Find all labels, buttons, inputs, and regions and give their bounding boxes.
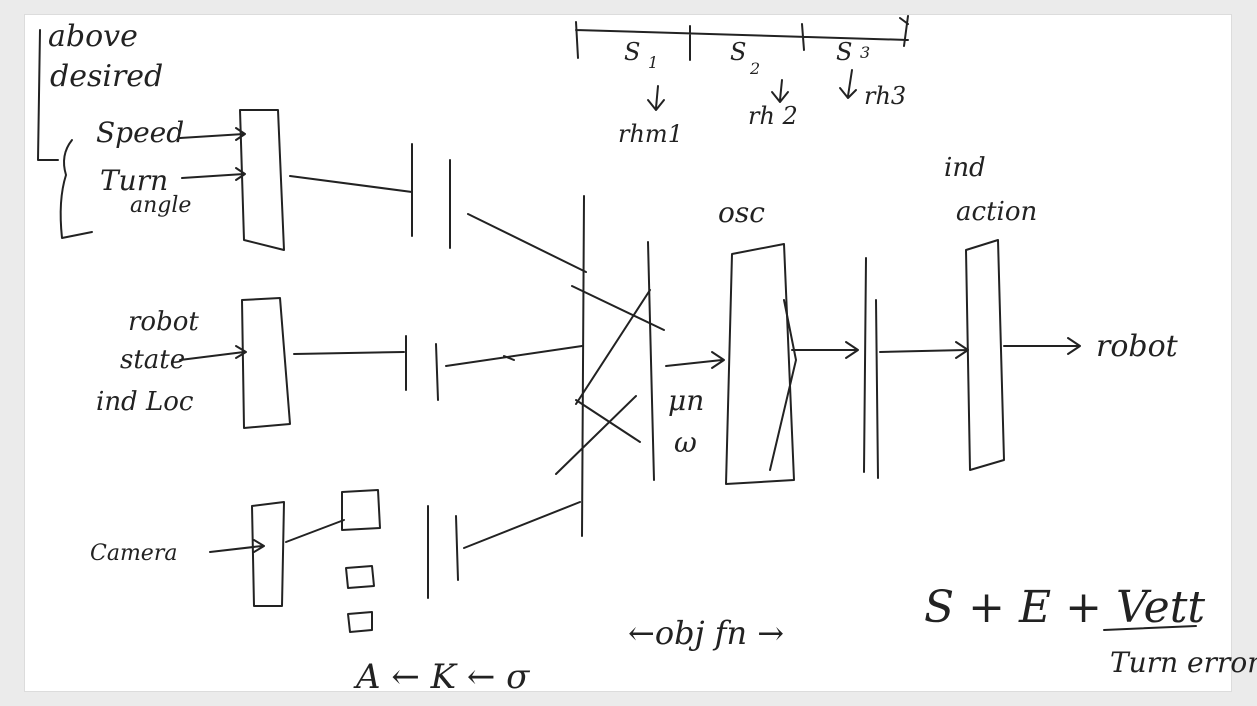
label-state: state [120,345,185,375]
arrow-to-osc [665,351,725,369]
label-obj-fn: ←obj fn → [628,614,784,652]
label-osc: osc [718,196,765,229]
thin-block [863,257,969,479]
segment-ruler: S 1 S 2 S 3 rhm1 rh 2 rh3 [575,15,909,148]
label-turn: Turn [100,164,168,197]
objective-row: A ← K ← σ ←obj fn → S + E + Vett Turn er… [353,582,1257,697]
label-omega: ω [674,426,697,459]
label-s3: S [836,38,852,66]
label-robot-out: robot [1096,329,1179,364]
ind-action-block: ind action robot [944,153,1179,471]
label-robot: robot [128,307,199,337]
connections [285,143,665,599]
label-rhm1: rhm1 [618,120,683,148]
label-action: action [956,197,1037,227]
label-rh2: rh 2 [748,102,798,130]
label-ind-loc: ind Loc [96,387,194,417]
label-above: above [48,19,138,54]
label-desired: desired [50,59,163,94]
label-mu-n: μn [668,384,704,417]
whiteboard-canvas[interactable] [24,14,1232,692]
camera-frames [345,565,375,633]
label-s1: S [624,38,640,66]
input-blocks [239,109,381,607]
label-a-arrow: A ← K ← σ [353,657,530,697]
label-s2-sub: 2 [749,59,760,78]
input-annotations: above desired Speed Turn angle [37,19,246,239]
state-annotations: robot state ind Loc Camera [90,307,265,566]
label-turn-error: Turn error [1110,646,1257,679]
label-s3-sub: 3 [860,43,870,62]
label-angle: angle [130,193,191,218]
label-s2: S [730,38,746,66]
label-formula: S + E + Vett [924,582,1205,633]
label-speed: Speed [96,116,184,149]
label-ind-action: ind [944,153,986,183]
osc-block: osc [718,196,859,485]
label-rh3: rh3 [864,82,906,110]
label-s1-sub: 1 [648,53,658,72]
label-camera: Camera [90,541,177,566]
